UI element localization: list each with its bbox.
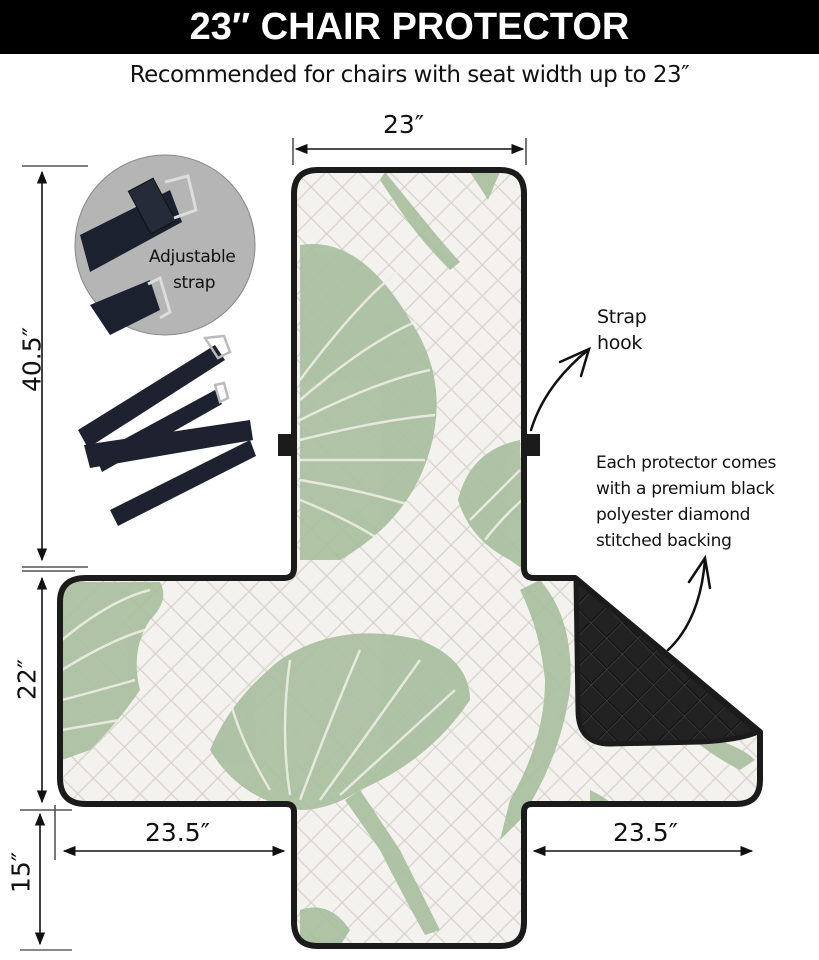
strap-hook-right <box>526 434 540 456</box>
dim-right-arm: 23.5″ <box>613 818 679 847</box>
page-title: 23″ CHAIR PROTECTOR <box>189 5 630 48</box>
dim-back-height: 40.5″ <box>17 327 47 393</box>
adjustable-strap-image <box>74 154 256 336</box>
strap-hook-label: Strap hook <box>597 306 647 354</box>
callout-arrows <box>529 346 712 652</box>
header-bar: 23″ CHAIR PROTECTOR <box>0 0 819 54</box>
dimension-lines <box>20 138 754 951</box>
loose-straps-image <box>78 334 256 526</box>
dim-top-width: 23″ <box>383 110 425 139</box>
dim-left-arm: 23.5″ <box>145 818 211 847</box>
subtitle: Recommended for chairs with seat width u… <box>129 62 690 88</box>
adjustable-strap-label: Adjustable strap <box>149 247 236 293</box>
backing-note: Each protector comes with a premium blac… <box>596 453 777 551</box>
dim-front-flap: 15″ <box>6 851 36 894</box>
protector-outline <box>57 167 763 949</box>
strap-hook-left <box>278 434 292 456</box>
dim-seat-depth: 22″ <box>12 658 42 701</box>
